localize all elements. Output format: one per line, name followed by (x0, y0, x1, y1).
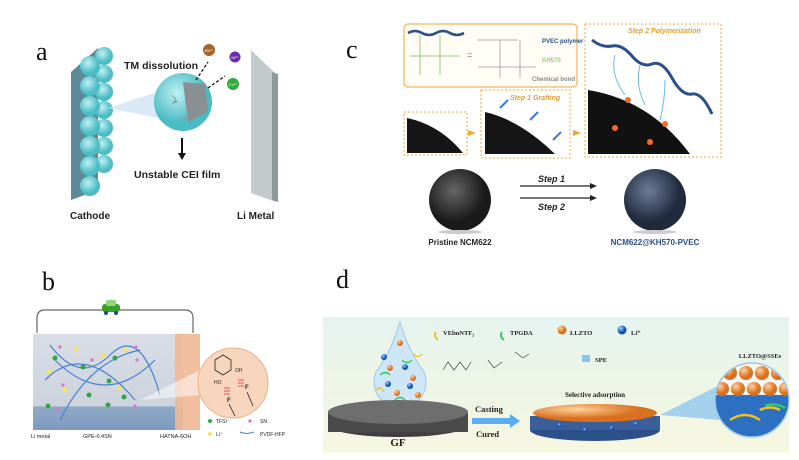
sn-legend-icon (248, 419, 252, 423)
step2-title: Step 2 Polymerization (628, 28, 701, 35)
kh570-label: KH570 (542, 58, 561, 64)
f-label-2: F (245, 385, 249, 391)
co-ion-icon (227, 78, 239, 90)
coated-particle (624, 169, 686, 231)
dissolution-arrows (195, 61, 226, 89)
spe-legend-icon (582, 355, 590, 362)
tm-dissolution-label: TM dissolution (124, 60, 198, 72)
selective-adsorption-label: Selective adsorption (565, 391, 625, 399)
cathode-label: Cathode (70, 211, 110, 222)
ni-ion-label: Ni²⁺ (231, 55, 238, 60)
cured-label: Cured (476, 429, 499, 439)
step2-label: Step 2 (538, 202, 565, 212)
zoom-cone (108, 92, 158, 118)
pristine-particle (429, 169, 491, 231)
li-metal-label: Li metal (31, 434, 50, 440)
product-label: NCM622@KH570-PVEC (611, 238, 700, 247)
panel-label-b: b (42, 267, 55, 296)
reaction-arrows (520, 185, 595, 199)
li-metal-electrode (251, 50, 278, 202)
arrow-right-icon (468, 130, 476, 136)
co-ion-label: Co²⁺ (229, 82, 238, 87)
velm-legend-label: VElmNTF₂ (443, 330, 474, 337)
pvec-label: PVEC polymer (542, 39, 584, 45)
li-legend-icon (617, 325, 627, 335)
velm-legend-icon (433, 331, 439, 341)
oh-label: OH (235, 368, 243, 374)
pvec-chain-icon (407, 29, 465, 37)
f-label-1: F (227, 398, 231, 404)
hatna-label: HATNA-6OH (160, 434, 191, 440)
step2-box (584, 23, 722, 158)
cathode-electrode (71, 47, 113, 200)
tfsi-legend-label: TFSI⁻ (216, 419, 230, 425)
panel-label-d: d (336, 265, 349, 294)
pristine-zoom-box (403, 111, 468, 156)
panel-c: c = PVEC polymer KH570 Chemical bond Ste… (346, 23, 722, 247)
casting-arrow-icon (472, 414, 520, 428)
chemical-structure (478, 39, 536, 78)
ni-ion-icon (229, 51, 241, 63)
spe-legend-label: SPE (595, 357, 607, 364)
chemical-bond-label: Chemical bond (532, 77, 575, 83)
tfsi-legend-icon (208, 419, 212, 423)
car-icon (102, 300, 120, 315)
step1-box (480, 89, 571, 159)
pvdf-legend-label: PVDF-HFP (260, 432, 286, 438)
unstable-cei-label: Unstable CEI film (134, 169, 220, 181)
pvdf-legend-icon (239, 431, 255, 434)
mn-ion-icon (203, 44, 215, 56)
gf-label: GF (390, 437, 406, 449)
panel-d: d GF VElmNTF₂ TPGDA LLZTO Li⁺ SPE Castin… (323, 265, 790, 453)
panel-a: a Mn²⁺ Ni²⁺ Co²⁺ TM dissolution Unstable… (36, 37, 278, 222)
llzto-legend-label: LLZTO (570, 330, 592, 337)
equals-sign: = (467, 50, 472, 60)
li-metal-label: Li Metal (237, 211, 274, 222)
tpgda-legend-label: TPGDA (510, 330, 533, 337)
monomer-structures (442, 351, 530, 371)
panel-b: b OH HO F F Li metal GPE-0.4SN HATNA-6OH… (31, 267, 286, 440)
sn-legend-label: SN (260, 419, 267, 425)
li-legend-label: Li⁺ (216, 432, 223, 438)
li-legend-icon (208, 432, 212, 436)
pvdf-fibers (44, 344, 161, 421)
step1-title: Step 1 Grafting (510, 95, 561, 102)
gpe-label: GPE-0.4SN (83, 434, 112, 440)
panel-label-a: a (36, 37, 48, 66)
llzto-layer (533, 404, 657, 422)
llzto-sses-label: LLZTO@SSEs (739, 353, 782, 360)
panel-label-c: c (346, 35, 358, 64)
cathode-particle (154, 73, 212, 131)
pristine-label: Pristine NCM622 (428, 238, 492, 247)
li-legend-label: Li⁺ (631, 330, 641, 337)
molecule-zoom-circle (197, 347, 269, 419)
mn-ion-label: Mn²⁺ (205, 48, 214, 53)
casting-label: Casting (475, 404, 504, 414)
llzto-legend-icon (557, 325, 567, 335)
ho-label: HO (214, 380, 222, 386)
tpgda-legend-icon (499, 331, 505, 341)
legend-box (403, 23, 578, 88)
pvec-chain-icon (591, 38, 714, 115)
step1-label: Step 1 (538, 174, 565, 184)
